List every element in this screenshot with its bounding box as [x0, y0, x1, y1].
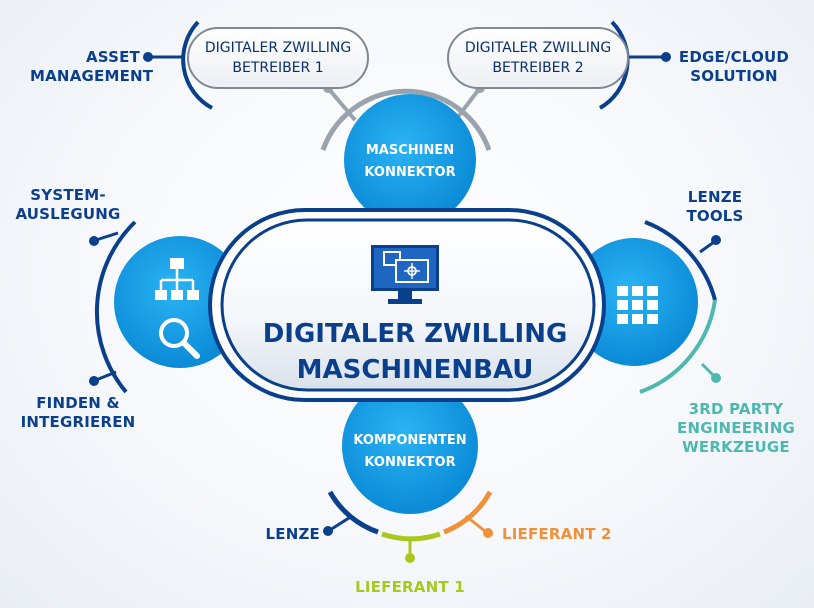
- label-third-party-line2: ENGINEERING: [677, 419, 795, 437]
- circle-bottom-line1: KOMPONENTEN: [353, 433, 467, 448]
- label-third-party-line1: 3RD PARTY: [688, 400, 784, 418]
- pill-betreiber-2-line1: DIGITALER ZWILLING: [464, 40, 612, 56]
- circle-bottom: [342, 378, 478, 514]
- center-pill: [220, 218, 596, 392]
- label-asset-line1: ASSET: [85, 48, 140, 66]
- center-title-line2: MASCHINENBAU: [296, 355, 534, 385]
- circle-bottom-text: KOMPONENTEN KONNEKTOR: [342, 430, 478, 474]
- pill-betreiber-1-text: DIGITALER ZWILLING BETREIBER 1: [188, 38, 368, 78]
- label-lieferant-1: LIEFERANT 1: [355, 578, 465, 596]
- monitor-icon: [371, 245, 439, 304]
- label-lenze-tools: LENZE TOOLS: [680, 188, 750, 226]
- label-edge-cloud: EDGE/CLOUD SOLUTION: [670, 48, 798, 86]
- circle-top-text: MASCHINEN KONNEKTOR: [344, 140, 476, 184]
- pill-betreiber-1: [187, 27, 369, 89]
- bottom-arc-orange: [443, 490, 493, 535]
- system-dot: [89, 236, 99, 246]
- label-third-party-line3: WERKZEUGE: [682, 438, 790, 456]
- label-asset-management: ASSET MANAGEMENT: [30, 48, 154, 86]
- label-finden-line1: FINDEN &: [36, 394, 120, 412]
- left-outer-arc: [94, 220, 137, 394]
- right-outer-arc-teal: [639, 299, 717, 394]
- pill-betreiber-2: [447, 27, 629, 89]
- pill-betreiber-1-line1: DIGITALER ZWILLING: [204, 40, 352, 56]
- finden-dot: [89, 376, 99, 386]
- circle-top: [344, 94, 476, 226]
- label-finden-line2: INTEGRIEREN: [20, 413, 136, 431]
- label-edge-line2: SOLUTION: [690, 67, 778, 85]
- grid-apps-icon: [617, 286, 658, 324]
- left-pill-arc: [181, 20, 213, 110]
- network-hierarchy-icon: [155, 258, 199, 300]
- lenze-dot: [323, 526, 333, 536]
- label-system-line2: AUSLEGUNG: [15, 205, 121, 223]
- lieferant1-dot: [405, 553, 415, 563]
- label-finden: FINDEN & INTEGRIEREN: [16, 394, 140, 432]
- center-title: DIGITALER ZWILLING MASCHINENBAU: [230, 316, 600, 388]
- label-system-auslegung: SYSTEM- AUSLEGUNG: [12, 186, 124, 224]
- bottom-arc-lime: [381, 531, 441, 542]
- label-asset-line2: MANAGEMENT: [30, 67, 154, 85]
- right-outer-arc-blue: [644, 220, 717, 301]
- third-party-dot: [711, 373, 721, 383]
- lenze-tools-dot: [711, 235, 721, 245]
- magnifier-icon: [159, 318, 200, 359]
- label-third-party: 3RD PARTY ENGINEERING WERKZEUGE: [676, 400, 796, 457]
- label-lenze-tools-line2: TOOLS: [686, 207, 744, 225]
- pill-betreiber-2-text: DIGITALER ZWILLING BETREIBER 2: [448, 38, 628, 78]
- center-title-line1: DIGITALER ZWILLING: [262, 319, 568, 349]
- label-lenze: LENZE: [265, 525, 320, 543]
- edge-dot: [661, 52, 671, 62]
- pill-betreiber-2-line2: BETREIBER 2: [492, 60, 584, 76]
- circle-top-line2: KONNEKTOR: [364, 165, 456, 180]
- pill-betreiber-1-line2: BETREIBER 1: [232, 60, 324, 76]
- label-edge-line1: EDGE/CLOUD: [678, 48, 790, 66]
- lieferant2-dot: [483, 528, 493, 538]
- top-circle-gray-arc: [320, 88, 492, 151]
- label-system-line1: SYSTEM-: [30, 186, 106, 204]
- label-lenze-tools-line1: LENZE: [687, 188, 743, 206]
- circle-bottom-line2: KONNEKTOR: [364, 455, 456, 470]
- circle-top-line1: MASCHINEN: [365, 143, 455, 158]
- label-lieferant-2: LIEFERANT 2: [502, 525, 612, 543]
- asset-dot: [143, 52, 153, 62]
